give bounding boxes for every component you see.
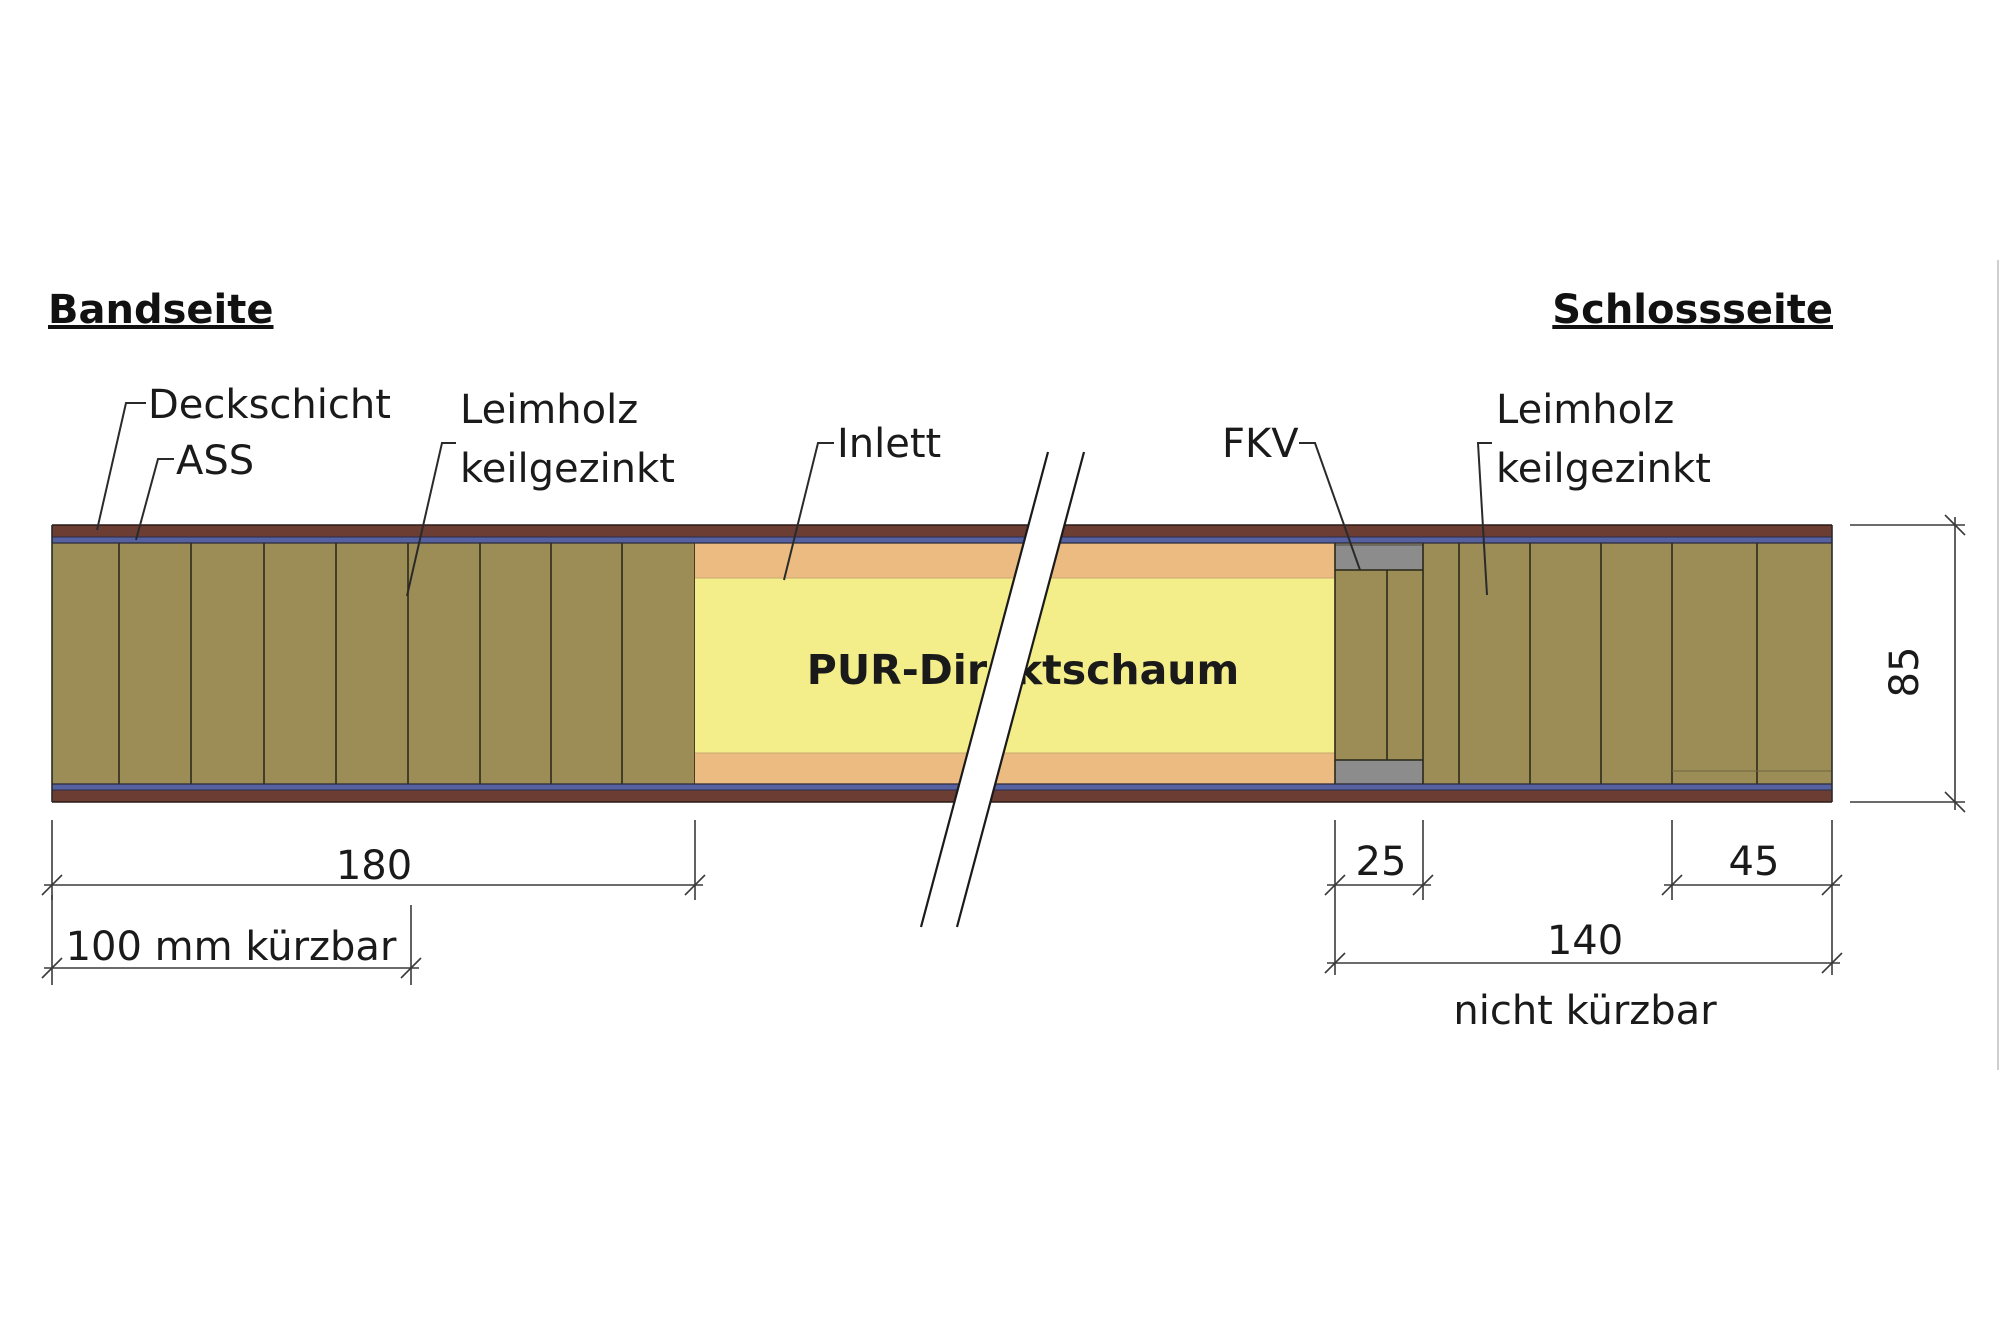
ass-top [52, 537, 1832, 543]
dimension-85-label: 85 [1882, 647, 1928, 698]
dimension-45 [1661, 820, 1843, 975]
fkv-insert-bottom [1334, 759, 1424, 785]
fkv-insert-top [1334, 544, 1424, 571]
dimension-100-shortenable [41, 895, 422, 985]
dimension-85 [1850, 514, 1966, 813]
glulam-right-joints [1334, 543, 1832, 784]
dimension-25 [1324, 820, 1434, 975]
leader-leimholz-left [406, 442, 456, 597]
label-inlett: Inlett [837, 421, 941, 467]
dimension-140 [1324, 952, 1843, 974]
dimension-180-label: 180 [336, 843, 412, 889]
dimension-140-label: 140 [1547, 918, 1623, 964]
heading-schlossseite: Schlossseite [1552, 287, 1833, 333]
dimension-25-label: 25 [1356, 839, 1407, 885]
deckschicht-top [52, 525, 1832, 537]
leader-leimholz-right [1476, 442, 1492, 596]
break-cut [919, 451, 1086, 928]
dimension-45-label: 45 [1729, 839, 1780, 885]
ass-bottom [52, 784, 1832, 790]
label-leimholz-right-1: Leimholz [1496, 387, 1674, 433]
label-leimholz-right-2: keilgezinkt [1496, 446, 1711, 492]
glulam-right [1335, 543, 1832, 784]
heading-bandseite: Bandseite [48, 287, 274, 333]
label-leimholz-left-1: Leimholz [460, 387, 638, 433]
label-ass: ASS [176, 438, 254, 484]
leader-fkv [1299, 442, 1361, 571]
label-deckschicht: Deckschicht [148, 382, 391, 428]
leader-deckschicht [96, 402, 146, 531]
leader-inlett [783, 442, 834, 581]
lock-note-label: nicht kürzbar [1453, 988, 1717, 1034]
inlett-bottom [695, 753, 1335, 784]
dimension-100-label: 100 mm kürzbar [66, 924, 397, 970]
glulam-left [52, 543, 695, 784]
label-fkv: FKV [1222, 421, 1299, 467]
deckschicht-bottom [52, 790, 1832, 802]
leader-ass [135, 458, 174, 541]
dimension-180 [41, 820, 706, 900]
label-leimholz-left-2: keilgezinkt [460, 446, 675, 492]
